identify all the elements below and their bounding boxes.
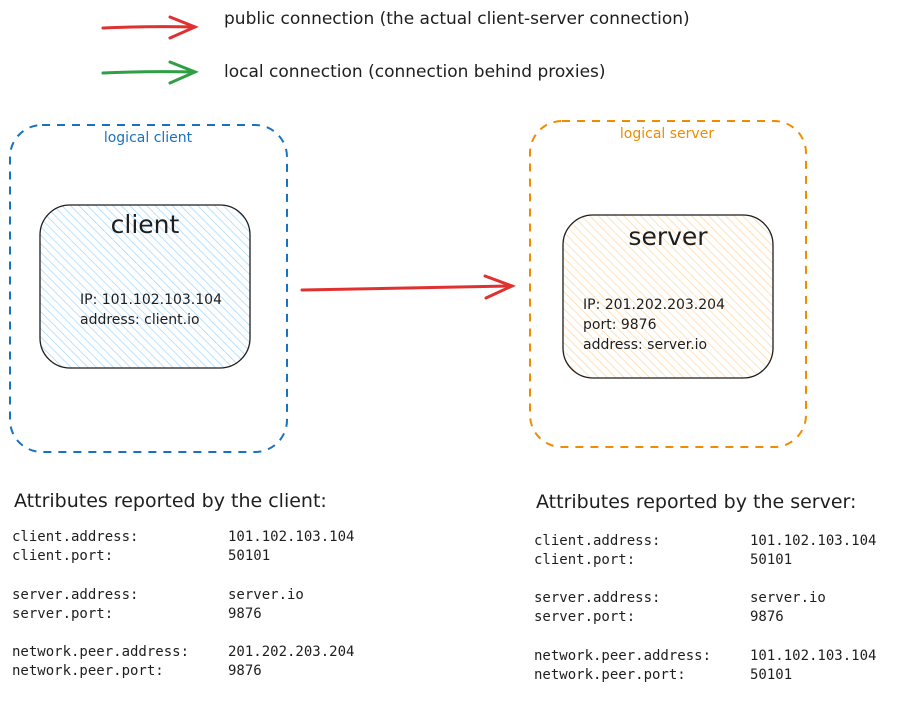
attr-value: 101.102.103.104: [750, 648, 877, 664]
legend-public-arrow: [101, 15, 199, 40]
server-node-title: server: [628, 222, 708, 251]
attr-value: server.io: [228, 587, 304, 603]
attr-key: server.port:: [12, 606, 114, 622]
server-ip: IP: 201.202.203.204: [583, 297, 725, 313]
attr-value: server.io: [750, 590, 826, 606]
attr-key: client.address:: [534, 533, 661, 549]
attr-value: 9876: [228, 663, 262, 679]
logical-client-boundary: [9, 124, 288, 453]
legend-local-label: local connection (connection behind prox…: [224, 62, 606, 82]
server-port: port: 9876: [583, 317, 657, 333]
public-connection-arrow: [300, 274, 516, 300]
attr-value: 50101: [750, 552, 793, 568]
client-address: address: client.io: [80, 312, 200, 328]
attr-key: server.address:: [12, 587, 139, 603]
attr-value: 101.102.103.104: [750, 533, 877, 549]
logical-server-label: logical server: [619, 126, 715, 142]
logical-server-boundary: [529, 120, 807, 448]
attr-key: client.address:: [12, 529, 139, 545]
server-address: address: server.io: [583, 337, 708, 353]
client-ip: IP: 101.102.103.104: [80, 292, 222, 308]
attr-key: client.port:: [12, 548, 114, 564]
attr-key: network.peer.address:: [534, 648, 712, 664]
attr-value: 9876: [228, 606, 262, 622]
legend-local-arrow: [101, 60, 199, 85]
attr-key: server.address:: [534, 590, 661, 606]
attr-key: client.port:: [534, 552, 636, 568]
logical-client-label: logical client: [103, 130, 193, 146]
attr-value: 101.102.103.104: [228, 529, 355, 545]
attr-key: network.peer.address:: [12, 644, 190, 660]
attr-value: 9876: [750, 609, 784, 625]
attr-key: network.peer.port:: [534, 667, 686, 683]
attr-value: 201.202.203.204: [228, 644, 355, 660]
attr-value: 50101: [228, 548, 271, 564]
client-node-title: client: [110, 210, 180, 239]
legend-public-label: public connection (the actual client-ser…: [224, 9, 690, 29]
server-node-box: [562, 214, 774, 379]
attr-key: server.port:: [534, 609, 636, 625]
attr-value: 50101: [750, 667, 793, 683]
attr-key: network.peer.port:: [12, 663, 164, 679]
client-attributes-heading: Attributes reported by the client:: [14, 490, 327, 512]
server-attributes-heading: Attributes reported by the server:: [536, 491, 857, 513]
client-node-box: [39, 204, 251, 369]
